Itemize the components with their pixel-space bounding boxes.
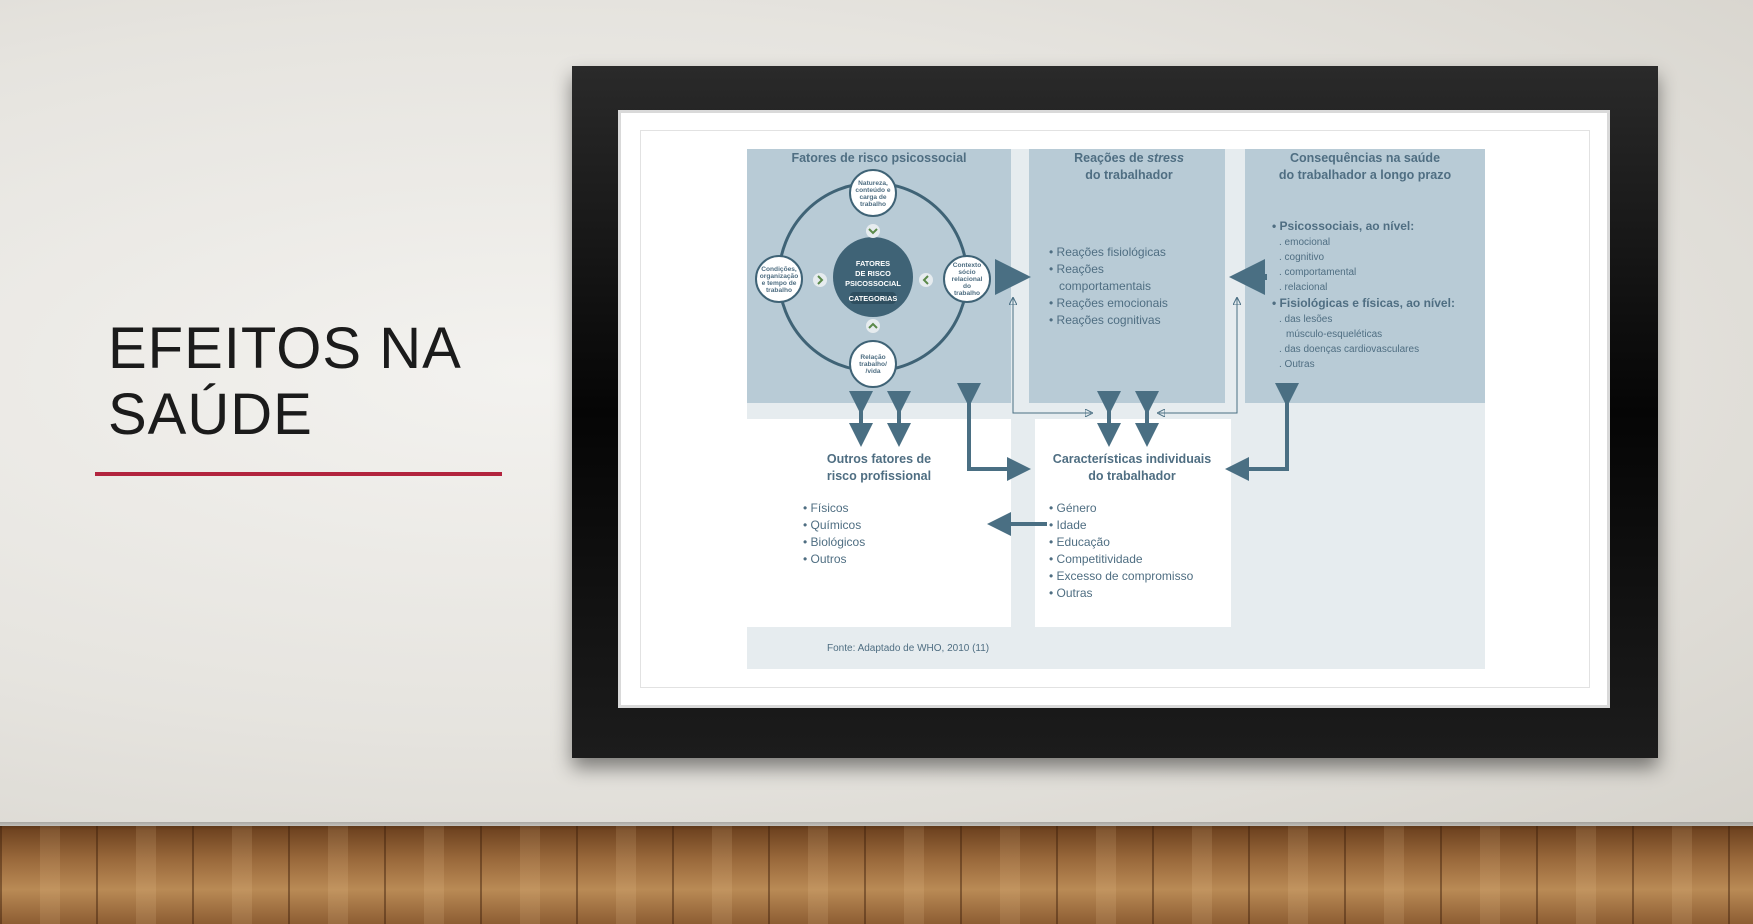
center-category-badge xyxy=(850,292,896,304)
individual-header-2: do trabalhador xyxy=(1088,469,1176,483)
node-left-l3: e tempo de xyxy=(762,280,797,287)
chevron-right-icon xyxy=(813,273,827,287)
node-top-l4: trabalho xyxy=(860,201,886,208)
center-line-4: CATEGORIAS xyxy=(849,294,898,303)
node-left-l4: trabalho xyxy=(766,287,792,294)
consequences-g1-item-4: . relacional xyxy=(1279,282,1327,293)
header-stress-italic: stress xyxy=(1147,151,1184,165)
stress-item-2b: comportamentais xyxy=(1059,279,1151,293)
psychosocial-risk-diagram: Fatores de risco psicossocial Reações de… xyxy=(747,149,1485,669)
other-factor-4: • Outros xyxy=(803,552,847,566)
chevron-down-path xyxy=(868,228,878,235)
individual-header-1: Características individuais xyxy=(1053,452,1211,466)
wood-floor xyxy=(0,826,1753,924)
consequences-g2-item-4: . Outras xyxy=(1279,359,1315,370)
node-right-l2: sócio xyxy=(958,269,975,276)
chevron-up-icon xyxy=(866,319,880,333)
header-consequences-line-2: do trabalhador a longo prazo xyxy=(1279,168,1452,182)
other-factor-2: • Químicos xyxy=(803,518,861,532)
panel-other-factors xyxy=(747,419,1011,627)
individual-item-4: • Competitividade xyxy=(1049,552,1143,566)
center-line-2: DE RISCO xyxy=(855,269,891,278)
individual-item-5: • Excesso de compromisso xyxy=(1049,569,1194,583)
slide-title: EFEITOS NA SAÚDE xyxy=(108,316,462,448)
other-factor-1: • Físicos xyxy=(803,501,849,515)
elbow-arrow-right xyxy=(1225,383,1299,481)
slide-title-line-1: EFEITOS NA xyxy=(108,316,462,381)
stress-item-1: • Reações fisiológicas xyxy=(1049,245,1166,259)
chevron-up-path xyxy=(868,322,878,329)
header-risk-factors: Fatores de risco psicossocial xyxy=(791,151,966,165)
diagram-image: Fatores de risco psicossocial Reações de… xyxy=(640,130,1590,688)
consequences-g1-item-2: . cognitivo xyxy=(1279,252,1324,263)
stress-item-4: • Reações cognitivas xyxy=(1049,313,1161,327)
individual-item-6: • Outras xyxy=(1049,586,1093,600)
chevron-right-path xyxy=(817,275,824,285)
slide-title-line-2: SAÚDE xyxy=(108,382,313,447)
center-line-3: PSICOSSOCIAL xyxy=(845,279,901,288)
node-nature-content xyxy=(849,169,897,217)
elbow-arrow-left xyxy=(957,383,1031,481)
other-factors-header-2: risco profissional xyxy=(827,469,931,483)
picture-frame: Fatores de risco psicossocial Reações de… xyxy=(572,66,1658,758)
node-right-l5: trabalho xyxy=(954,290,980,297)
node-top-l2: conteúdo e xyxy=(855,187,891,194)
panel-stress-reactions xyxy=(1029,149,1225,403)
node-right-l3: relacional xyxy=(952,276,983,283)
individual-item-1: • Género xyxy=(1049,501,1097,515)
node-socio-relational xyxy=(943,255,991,303)
consequences-g2-item-3: . das doenças cardiovasculares xyxy=(1279,344,1419,355)
node-work-life xyxy=(849,340,897,388)
chevron-left-path xyxy=(922,275,929,285)
individual-item-3: • Educação xyxy=(1049,535,1110,549)
other-factor-3: • Biológicos xyxy=(803,535,865,549)
floor-shadow xyxy=(0,822,1753,830)
node-conditions-organization xyxy=(755,255,803,303)
other-factors-header-1: Outros fatores de xyxy=(827,452,931,466)
header-consequences-line-1: Consequências na saúde xyxy=(1290,151,1440,165)
consequences-g2-item-1: . das lesões xyxy=(1279,314,1332,325)
header-stress-line-2: do trabalhador xyxy=(1085,168,1173,182)
stress-item-3: • Reações emocionais xyxy=(1049,296,1168,310)
picture-mat: Fatores de risco psicossocial Reações de… xyxy=(618,110,1610,708)
node-bottom-l2: trabalho/ xyxy=(859,361,887,368)
title-underline xyxy=(95,472,502,476)
consequences-g1-item-1: . emocional xyxy=(1279,237,1330,248)
node-left-l1: Condições, xyxy=(761,266,797,273)
consequences-group-2: • Fisiológicas e físicas, ao nível: xyxy=(1272,296,1455,310)
header-stress-plain: Reações de xyxy=(1074,151,1147,165)
node-right-l1: Contexto xyxy=(953,262,982,269)
node-left-l2: organização xyxy=(760,273,798,280)
header-stress-line-1: Reações de stress xyxy=(1074,151,1184,165)
chevron-left-icon xyxy=(919,273,933,287)
stress-item-2: • Reações xyxy=(1049,262,1104,276)
node-bottom-l3: /vida xyxy=(865,368,880,375)
node-top-l3: carga de xyxy=(859,194,886,201)
node-top-l1: Natureza, xyxy=(858,180,888,187)
node-bottom-l1: Relação xyxy=(860,354,885,361)
consequences-group-1: • Psicossociais, ao nível: xyxy=(1272,219,1414,233)
center-line-1: FATORES xyxy=(856,259,890,268)
consequences-g2-item-2: músculo-esqueléticas xyxy=(1286,329,1382,340)
chevron-down-icon xyxy=(866,224,880,238)
node-right-l4: do xyxy=(963,283,971,290)
panel-individual-characteristics xyxy=(1035,419,1231,627)
consequences-g1-item-3: . comportamental xyxy=(1279,267,1356,278)
individual-item-2: • Idade xyxy=(1049,518,1087,532)
panel-health-consequences xyxy=(1245,149,1485,403)
source-caption: Fonte: Adaptado de WHO, 2010 (11) xyxy=(827,643,989,654)
